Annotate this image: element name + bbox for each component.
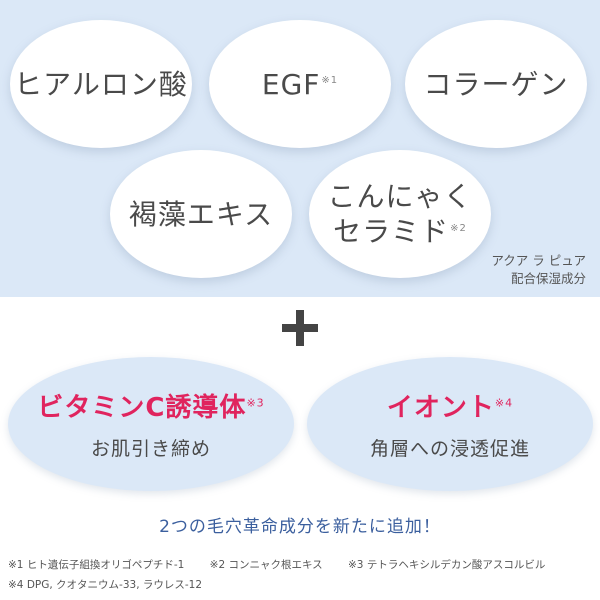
footnotes: ※1 ヒト遺伝子組換オリゴペプチド-1 ※2 コンニャク根エキス ※3 テトラヘ… xyxy=(8,556,598,596)
footnote-marker: ※3 xyxy=(246,396,265,410)
ingredient-bubble-hyaluronic-acid: ヒアルロン酸 xyxy=(10,20,192,148)
ingredient-caption: アクア ラ ピュア 配合保湿成分 xyxy=(491,252,586,288)
ingredient-caption-line1: アクア ラ ピュア xyxy=(491,253,586,268)
footnote-marker: ※4 xyxy=(494,396,514,410)
technology-title: ビタミンC誘導体※3 xyxy=(37,393,265,423)
ingredient-label-line2: セラミド※2 xyxy=(333,215,467,248)
technology-iont: イオント※4 角層への浸透促進 xyxy=(307,357,593,491)
technology-vitamin-c-derivative: ビタミンC誘導体※3 お肌引き締め xyxy=(8,357,294,491)
footnote-marker: ※1 xyxy=(321,75,339,87)
footnote-marker: ※2 xyxy=(450,222,467,234)
ingredient-label: ヒアルロン酸 xyxy=(14,67,188,101)
ingredient-label: コラーゲン xyxy=(423,67,569,101)
footnote-2: ※2 コンニャク根エキス xyxy=(209,559,323,571)
footnote-1: ※1 ヒト遺伝子組換オリゴペプチド-1 xyxy=(8,559,185,571)
ingredient-caption-line2: 配合保湿成分 xyxy=(510,271,586,287)
ingredient-bubble-brown-algae-extract: 褐藻エキス xyxy=(110,150,292,278)
technology-benefit: 角層への浸透促進 xyxy=(369,438,530,460)
ingredient-label: 褐藻エキス xyxy=(128,197,274,231)
technology-title: イオント※4 xyxy=(386,393,514,423)
ingredient-bubble-konjac-ceramide: こんにゃく セラミド※2 xyxy=(309,150,491,278)
ingredient-label: EGF※1 xyxy=(261,67,339,101)
footnote-4: ※4 DPG, クオタニウム-33, ラウレス-12 xyxy=(8,578,203,591)
technology-benefit: お肌引き締め xyxy=(90,438,211,460)
ingredient-bubble-egf: EGF※1 xyxy=(209,20,391,148)
ingredient-label-line1: こんにゃく xyxy=(327,180,473,213)
footnote-3: ※3 テトラヘキシルデカン酸アスコルビル xyxy=(348,559,546,571)
ingredient-bubble-collagen: コラーゲン xyxy=(405,20,587,148)
tagline: 2つの毛穴革命成分を新たに追加！ xyxy=(159,517,441,537)
plus-icon xyxy=(276,304,324,352)
